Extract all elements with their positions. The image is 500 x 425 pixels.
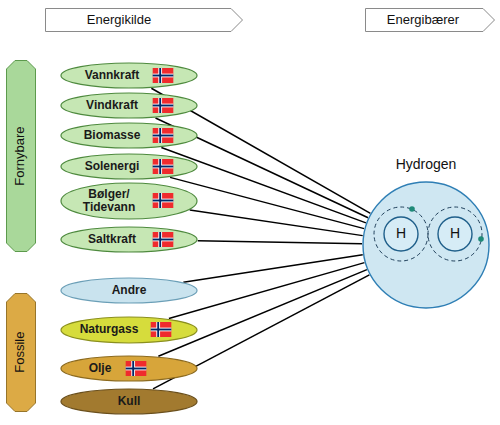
node-label: Solenergi: [85, 160, 140, 173]
energy-source-ellipse: Bølger/ Tidevann: [60, 182, 198, 220]
energy-source-ellipse: Kull: [60, 388, 198, 415]
node-label: Naturgass: [80, 323, 139, 336]
energy-source-ellipse: Vindkraft: [60, 92, 198, 119]
node-label: Olje: [89, 362, 112, 375]
connector-line: [198, 241, 362, 244]
group-band: Fornybare: [6, 60, 36, 252]
node-label: Saltkraft: [88, 233, 136, 246]
connector-line: [190, 210, 363, 236]
node-label: Biomasse: [84, 129, 141, 142]
header-arrow: Energikilde: [45, 8, 243, 32]
node-label: Fossile: [14, 332, 28, 373]
circle-outline: [362, 181, 490, 309]
energy-source-ellipse: Solenergi: [60, 153, 198, 180]
node-label: H: [396, 226, 406, 241]
node-label: Andre: [112, 284, 147, 297]
hydrogen-atom: H: [383, 216, 419, 252]
node-label: Hydrogen: [362, 157, 490, 172]
ellipse-outline: [60, 355, 198, 382]
node-label: H: [450, 226, 460, 241]
hydrogen-atom: H: [437, 216, 473, 252]
node-label: Bølger/ Tidevann: [73, 188, 145, 214]
group-band: Fossile: [6, 293, 36, 412]
energy-source-ellipse: Vannkraft: [60, 62, 198, 89]
energy-source-ellipse: Saltkraft: [60, 226, 198, 253]
node-label: Energikilde: [87, 13, 151, 27]
connector-line: [158, 270, 367, 357]
node-label: Energibærer: [387, 13, 459, 27]
connector-line: [169, 263, 365, 319]
connector-line: [161, 147, 366, 222]
energy-source-ellipse: Andre: [60, 277, 198, 304]
connector-line: [183, 255, 362, 282]
node-label: Vindkraft: [86, 99, 138, 112]
energy-source-ellipse: Olje: [60, 355, 198, 382]
energy-source-ellipse: Naturgass: [60, 316, 198, 344]
node-label: Fornybare: [14, 126, 28, 185]
header-arrow: Energibærer: [365, 8, 495, 32]
node-label: Vannkraft: [85, 69, 140, 82]
hydrogen-molecule: HydrogenHH: [362, 181, 490, 309]
energy-source-ellipse: Biomasse: [60, 122, 198, 149]
node-label: Kull: [118, 395, 141, 408]
